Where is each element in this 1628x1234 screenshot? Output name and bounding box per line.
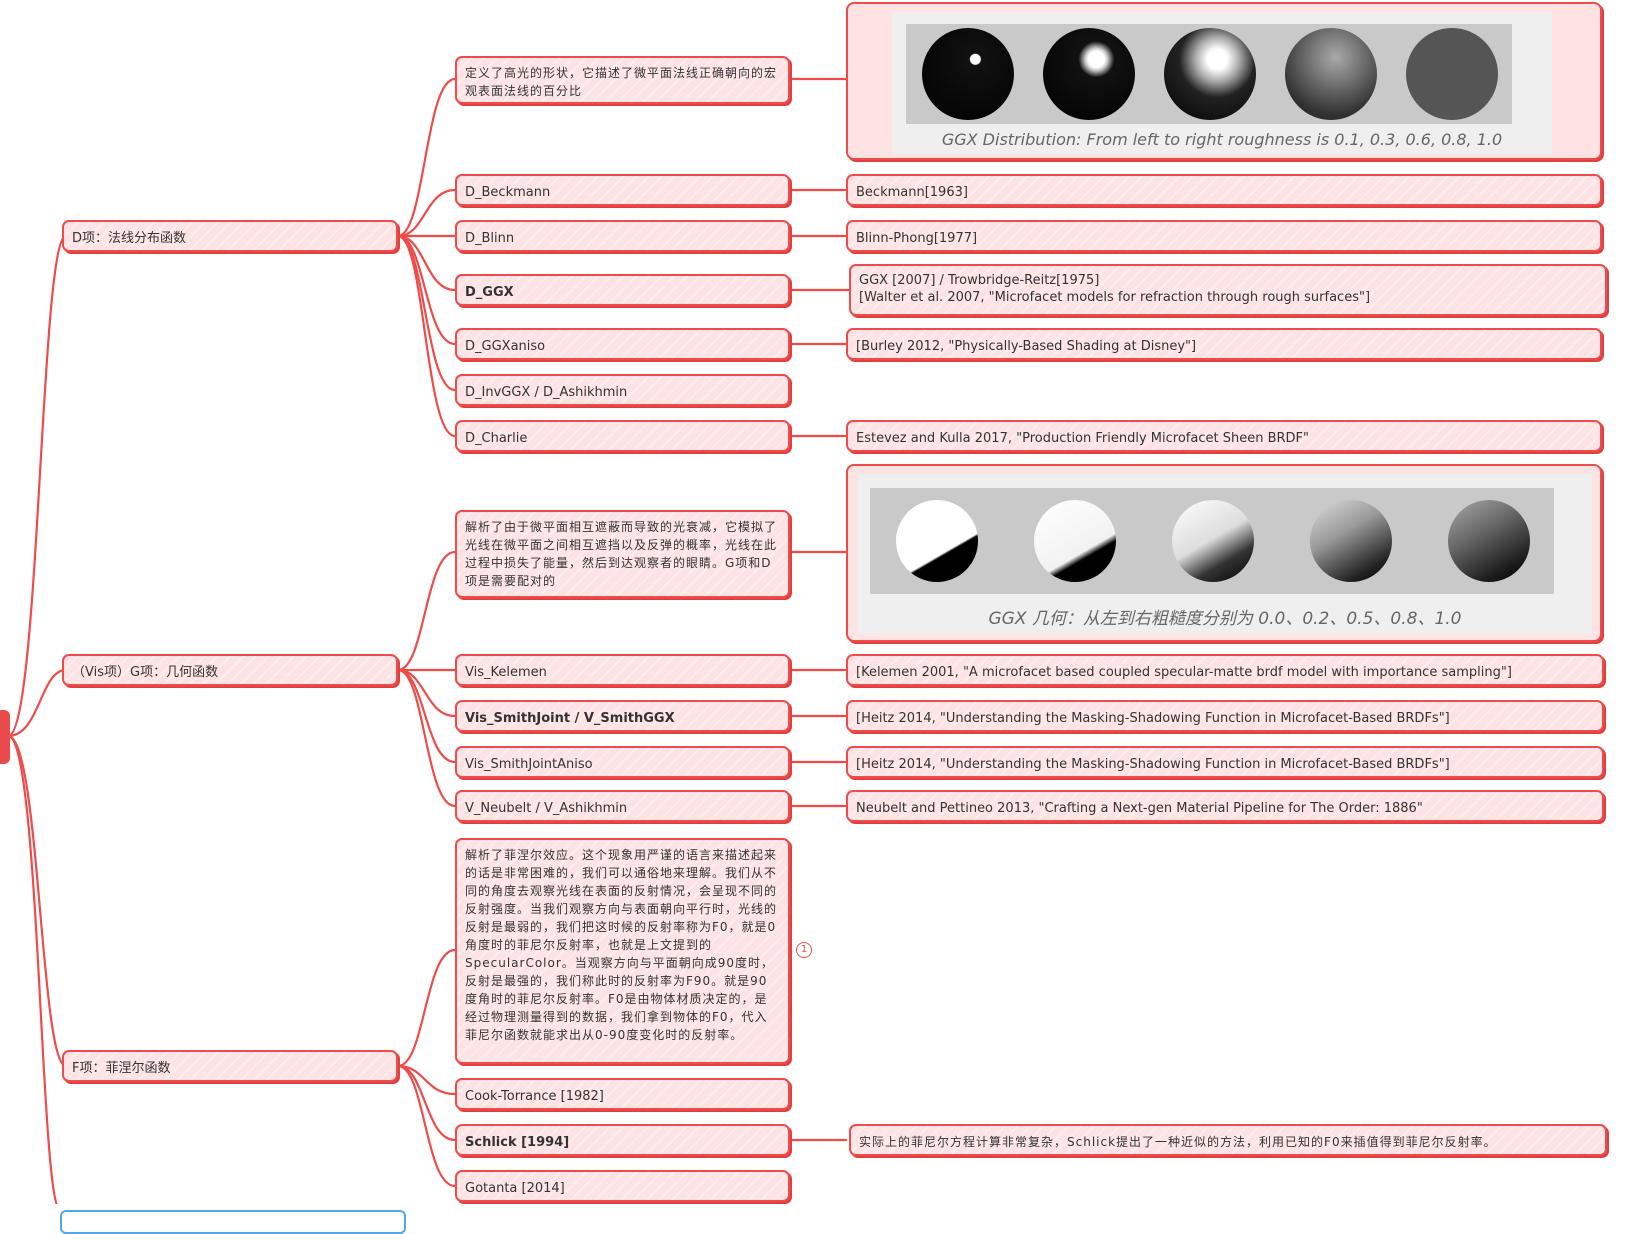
branch-g-label: （Vis项）G项：几何函数 (72, 665, 219, 680)
d-ref-text: [Burley 2012, "Physically-Based Shading … (856, 339, 1197, 354)
f-item-name: Schlick [1994] (465, 1135, 570, 1150)
d-description-text: 定义了高光的形状，它描述了微平面法线正确朝向的宏观表面法线的百分比 (465, 66, 778, 98)
selected-node-outline[interactable] (60, 1210, 406, 1234)
sphere-icon (1285, 28, 1377, 120)
d-item-name: D_Charlie (465, 431, 528, 446)
d-item-node[interactable]: D_InvGGX / D_Ashikhmin (455, 374, 790, 406)
sphere-icon (1310, 500, 1392, 582)
d-image-caption: GGX Distribution: From left to right rou… (941, 130, 1503, 149)
g-item-node[interactable]: V_Neubelt / V_Ashikhmin (455, 790, 790, 822)
d-item-node[interactable]: D_GGXaniso (455, 328, 790, 360)
g-item-node[interactable]: Vis_Kelemen (455, 654, 790, 686)
f-ref-text: 实际上的菲尼尔方程计算非常复杂，Schlick提出了一种近似的方法，利用已知的F… (859, 1135, 1497, 1149)
g-ref-node[interactable]: [Heitz 2014, "Understanding the Masking-… (846, 700, 1604, 732)
f-description-node[interactable]: 解析了菲涅尔效应。这个现象用严谨的语言来描述起来的话是非常困难的，我们可以通俗地… (455, 838, 790, 1064)
sphere-icon (1448, 500, 1530, 582)
branch-f-label: F项：菲涅尔函数 (72, 1061, 171, 1076)
d-item-node[interactable]: D_GGX (455, 274, 790, 306)
d-item-node[interactable]: D_Blinn (455, 220, 790, 252)
sphere-icon (1172, 500, 1254, 582)
g-item-name: V_Neubelt / V_Ashikhmin (465, 801, 628, 816)
d-item-name: D_GGX (465, 285, 514, 300)
g-item-node[interactable]: Vis_SmithJoint / V_SmithGGX (455, 700, 790, 732)
comment-count-badge[interactable]: 1 (796, 942, 812, 958)
branch-d-label: D项：法线分布函数 (72, 231, 187, 246)
g-sphere-strip (870, 488, 1554, 594)
sphere-icon (1034, 500, 1116, 582)
f-description-text: 解析了菲涅尔效应。这个现象用严谨的语言来描述起来的话是非常困难的，我们可以通俗地… (465, 848, 778, 1042)
f-item-node[interactable]: Cook-Torrance [1982] (455, 1078, 790, 1110)
d-ref-text: Beckmann[1963] (856, 185, 968, 200)
d-ref-text: Estevez and Kulla 2017, "Production Frie… (856, 431, 1309, 446)
sphere-icon (1406, 28, 1498, 120)
g-ref-text: [Heitz 2014, "Understanding the Masking-… (856, 711, 1450, 726)
d-sphere-strip (906, 24, 1512, 124)
f-item-name: Cook-Torrance [1982] (465, 1089, 604, 1104)
g-ref-node[interactable]: [Heitz 2014, "Understanding the Masking-… (846, 746, 1604, 778)
sphere-icon (1164, 28, 1256, 120)
d-image-panel: GGX Distribution: From left to right rou… (892, 12, 1552, 154)
d-ref-node[interactable]: [Burley 2012, "Physically-Based Shading … (846, 328, 1602, 360)
d-item-name: D_InvGGX / D_Ashikhmin (465, 385, 628, 400)
d-item-node[interactable]: D_Beckmann (455, 174, 790, 206)
f-ref-node[interactable]: 实际上的菲尼尔方程计算非常复杂，Schlick提出了一种近似的方法，利用已知的F… (849, 1124, 1607, 1156)
f-item-node[interactable]: Gotanta [2014] (455, 1170, 790, 1202)
g-item-name: Vis_SmithJoint / V_SmithGGX (465, 711, 675, 726)
g-image-caption: GGX 几何：从左到右粗糙度分别为 0.0、0.2、0.5、0.8、1.0 (988, 609, 1462, 629)
branch-d-node[interactable]: D项：法线分布函数 (62, 220, 398, 252)
g-ref-text: Neubelt and Pettineo 2013, "Crafting a N… (856, 801, 1423, 816)
d-ref-line: [Walter et al. 2007, "Microfacet models … (859, 290, 1371, 305)
g-ref-node[interactable]: [Kelemen 2001, "A microfacet based coupl… (846, 654, 1604, 686)
sphere-icon (896, 500, 978, 582)
sphere-icon (1043, 28, 1135, 120)
d-description-node[interactable]: 定义了高光的形状，它描述了微平面法线正确朝向的宏观表面法线的百分比 (455, 56, 790, 104)
d-ref-line: GGX [2007] / Trowbridge-Reitz[1975] (859, 273, 1100, 288)
g-ref-node[interactable]: Neubelt and Pettineo 2013, "Crafting a N… (846, 790, 1604, 822)
branch-f-node[interactable]: F项：菲涅尔函数 (62, 1050, 398, 1082)
d-ref-node[interactable]: Beckmann[1963] (846, 174, 1602, 206)
d-ref-node[interactable]: Blinn-Phong[1977] (846, 220, 1602, 252)
mindmap-connectors (6, 77, 851, 1204)
g-ref-text: [Kelemen 2001, "A microfacet based coupl… (856, 665, 1512, 680)
d-item-name: D_Blinn (465, 231, 515, 246)
f-item-name: Gotanta [2014] (465, 1181, 565, 1196)
g-description-text: 解析了由于微平面相互遮蔽而导致的光衰减，它模拟了光线在微平面之间相互遮挡以及反弹… (465, 520, 778, 588)
sphere-icon (922, 28, 1014, 120)
g-item-node[interactable]: Vis_SmithJointAniso (455, 746, 790, 778)
d-ref-node[interactable]: GGX [2007] / Trowbridge-Reitz[1975] [Wal… (849, 264, 1607, 316)
g-item-name: Vis_Kelemen (465, 665, 547, 680)
f-item-node[interactable]: Schlick [1994] (455, 1124, 790, 1156)
d-ref-node[interactable]: Estevez and Kulla 2017, "Production Frie… (846, 420, 1602, 452)
d-item-node[interactable]: D_Charlie (455, 420, 790, 452)
d-item-name: D_GGXaniso (465, 339, 546, 354)
branch-g-node[interactable]: （Vis项）G项：几何函数 (62, 654, 398, 686)
g-image-panel: GGX 几何：从左到右粗糙度分别为 0.0、0.2、0.5、0.8、1.0 (858, 474, 1592, 634)
g-item-name: Vis_SmithJointAniso (465, 757, 593, 772)
g-image-node[interactable]: GGX 几何：从左到右粗糙度分别为 0.0、0.2、0.5、0.8、1.0 (846, 464, 1602, 642)
root-node-edge[interactable] (0, 710, 10, 764)
g-ref-text: [Heitz 2014, "Understanding the Masking-… (856, 757, 1450, 772)
d-ref-text: Blinn-Phong[1977] (856, 231, 978, 246)
d-item-name: D_Beckmann (465, 185, 551, 200)
g-description-node[interactable]: 解析了由于微平面相互遮蔽而导致的光衰减，它模拟了光线在微平面之间相互遮挡以及反弹… (455, 510, 790, 598)
d-image-node[interactable]: GGX Distribution: From left to right rou… (846, 2, 1602, 160)
